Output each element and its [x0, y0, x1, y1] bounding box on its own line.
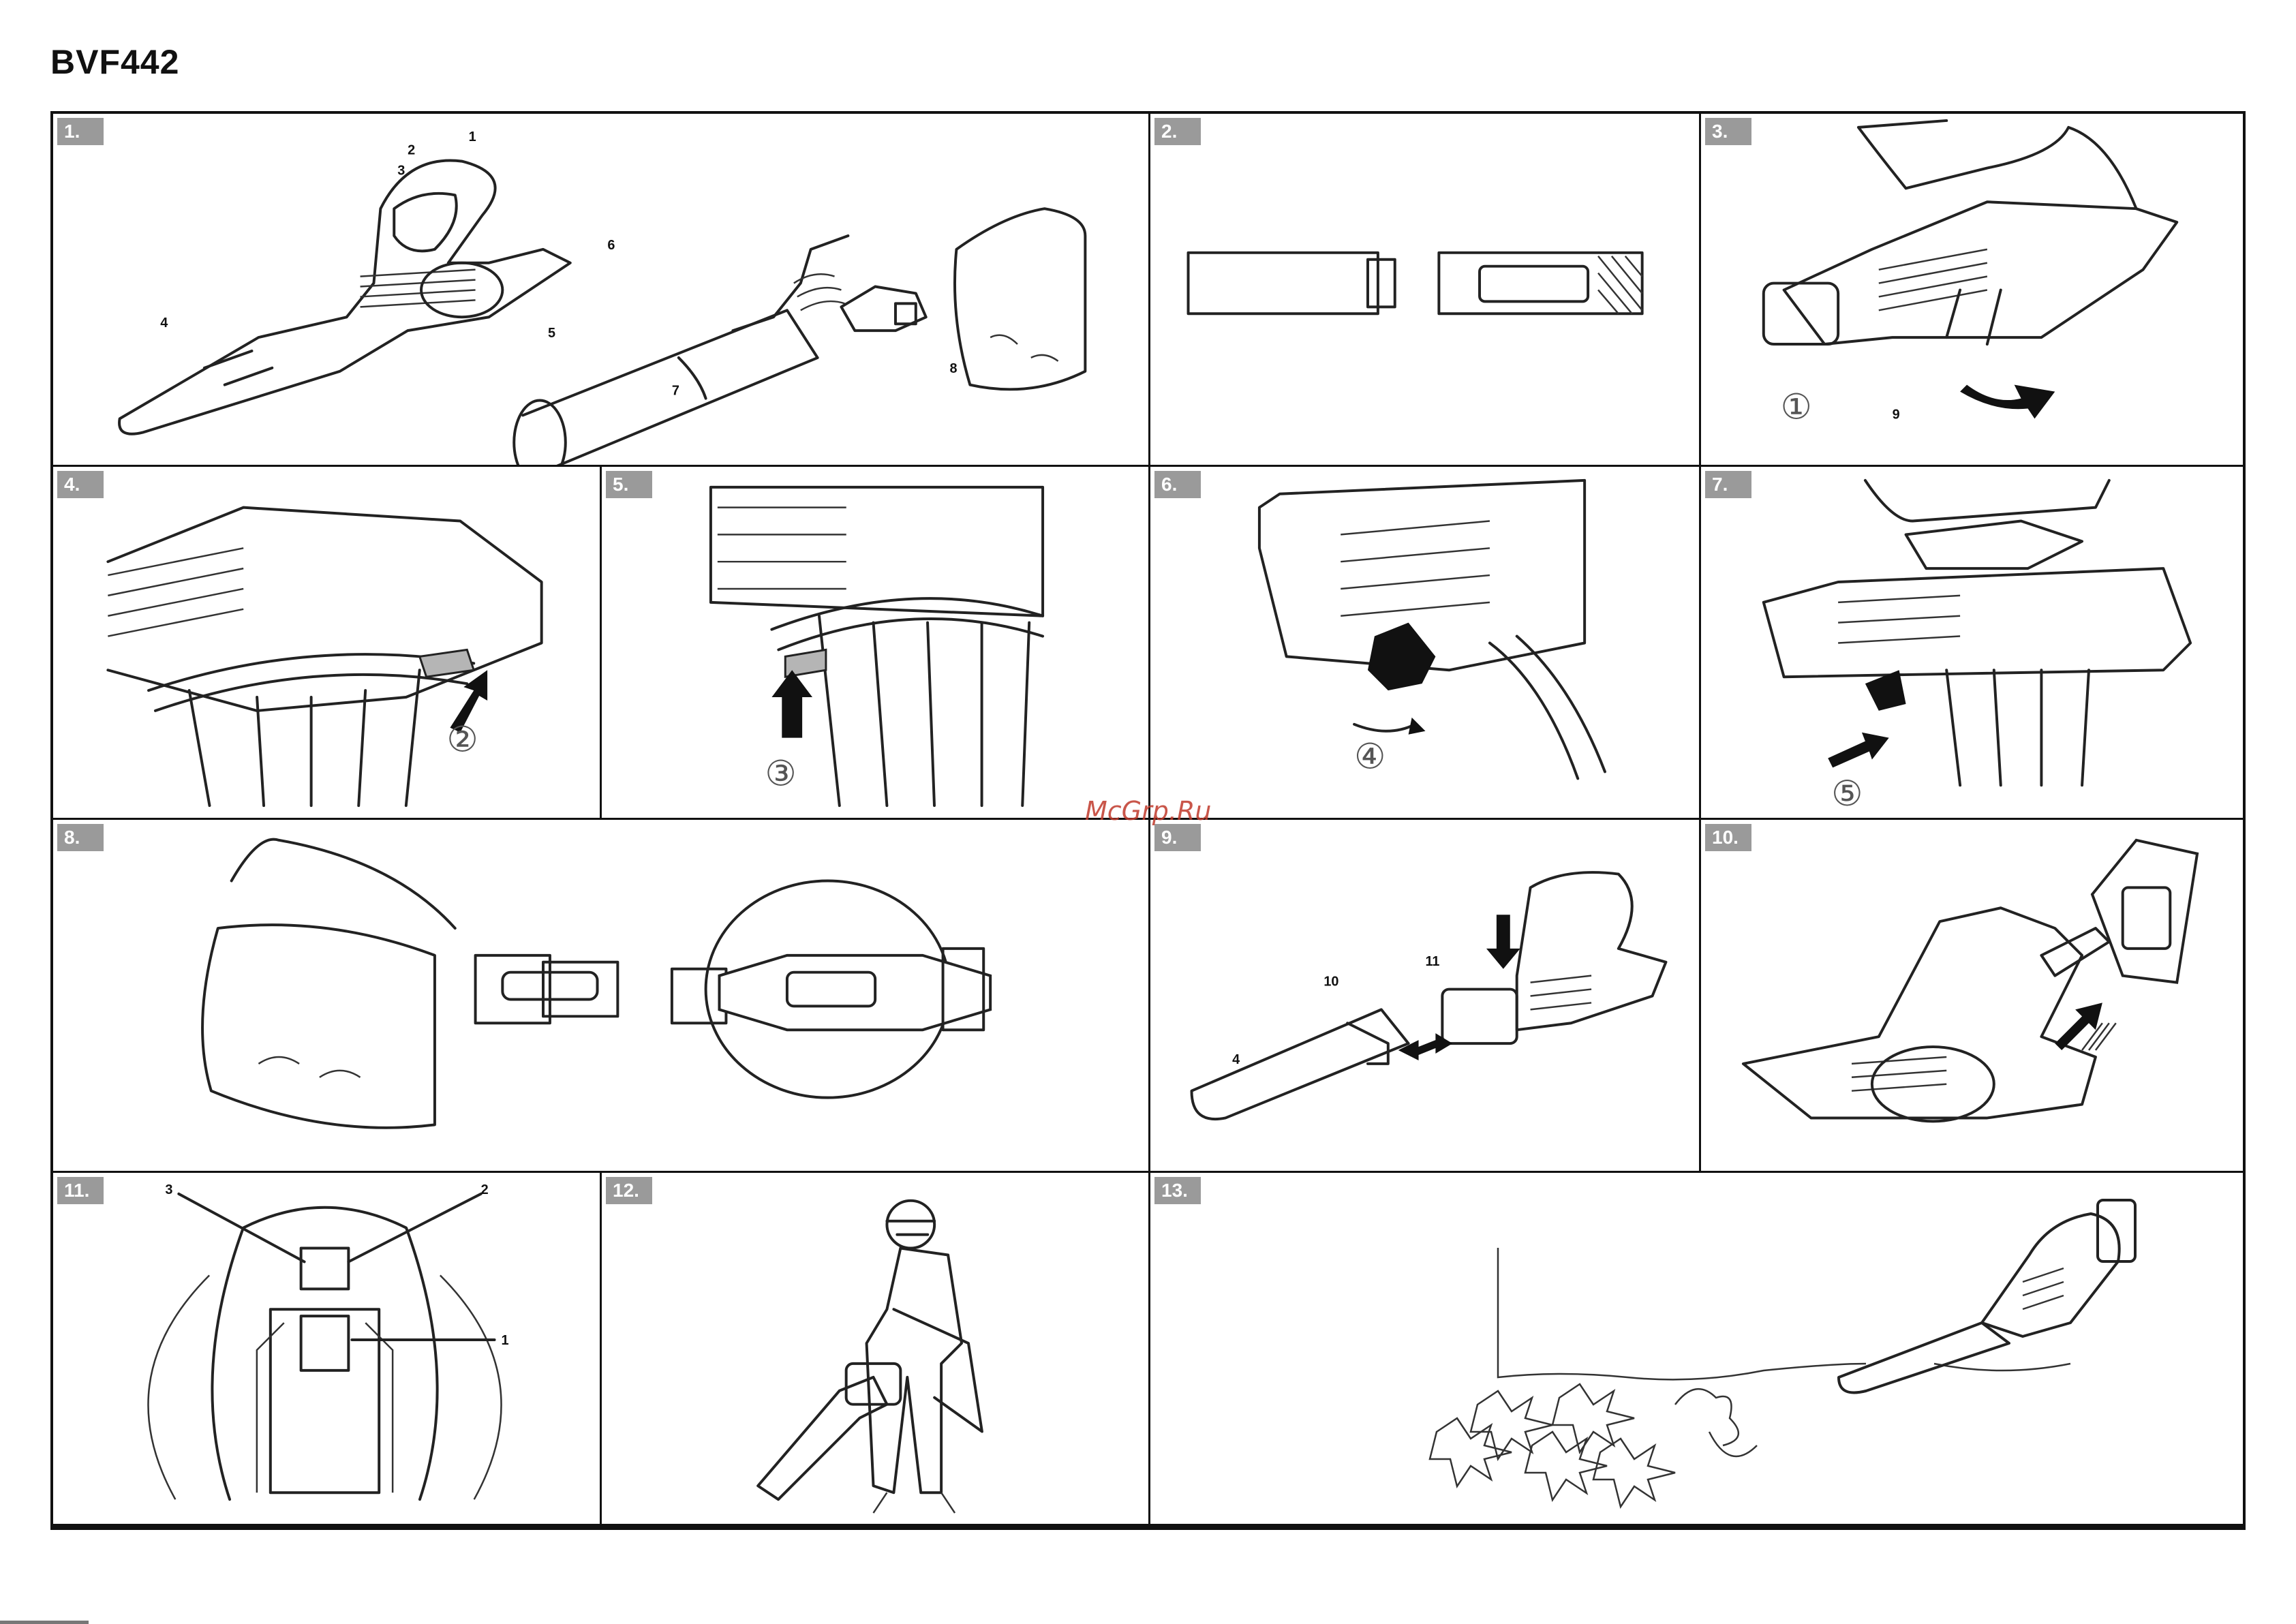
panel-1: 1. 1 2 3 4 5 6 7 8: [53, 114, 1150, 467]
callout-number: 9: [1893, 407, 1900, 422]
panel-12: 12.: [602, 1173, 1150, 1524]
callout-number: 10: [1323, 975, 1338, 990]
blower-parts-illustration: 1 2 3 4 5 6 7 8: [53, 114, 1148, 465]
panel-4: 4. ②: [53, 467, 602, 820]
tube-connection-illustration: 10 11 4: [1150, 820, 1699, 1171]
bag-attachment-step-3: ③: [602, 467, 1148, 818]
callout-number: 5: [548, 326, 555, 341]
operator-wearing-gear-illustration: [602, 1173, 1148, 1524]
step-marker: ③: [765, 753, 796, 794]
panel-13: 13.: [1150, 1173, 2243, 1524]
callout-number: 8: [950, 361, 958, 376]
panel-9: 9. 10 11 4: [1150, 820, 1701, 1173]
step-marker: ⑤: [1831, 773, 1863, 814]
callout-number: 6: [607, 238, 615, 253]
step-marker: ①: [1781, 386, 1812, 427]
callout-number: 1: [502, 1333, 509, 1348]
callout-number: 1: [469, 129, 476, 144]
step-marker: ④: [1354, 736, 1386, 777]
battery-insertion-illustration: [1701, 820, 2243, 1171]
callout-number: 4: [160, 316, 168, 331]
panel-10: 10.: [1701, 820, 2243, 1173]
blowing-leaves-illustration: [1150, 1173, 2243, 1524]
page-corner-mark: [0, 1621, 89, 1624]
step-marker: ②: [446, 720, 478, 761]
panel-2: 2.: [1150, 114, 1701, 467]
bag-attachment-step-2: ②: [53, 467, 600, 818]
panel-6: 6. ④: [1150, 467, 1701, 820]
bag-assembled-illustration: [53, 820, 1148, 1171]
switch-control-illustration: 3 2 1: [53, 1173, 600, 1524]
callout-number: 2: [408, 143, 415, 158]
panel-3: 3. ① 9: [1701, 114, 2243, 467]
panel-5: 5. ③: [602, 467, 1150, 820]
bottom-rule: [50, 1527, 2246, 1530]
bag-attachment-step-4: ④: [1150, 467, 1699, 818]
callout-number: 7: [672, 384, 679, 399]
watermark: McGrp.Ru: [1085, 796, 1211, 826]
callout-number: 11: [1425, 954, 1439, 969]
callout-number: 4: [1232, 1052, 1240, 1067]
callout-number: 3: [397, 163, 405, 178]
panel-11: 11. 3 2 1: [53, 1173, 602, 1524]
tubes-illustration: [1150, 114, 1699, 465]
panel-7: 7. ⑤: [1701, 467, 2243, 820]
document-title: BVF442: [50, 42, 179, 82]
bag-attachment-step-1: ① 9: [1701, 114, 2243, 465]
callout-number: 2: [481, 1182, 489, 1197]
panel-8: 8.: [53, 820, 1150, 1173]
bag-attachment-step-5: ⑤: [1701, 467, 2243, 818]
callout-number: 3: [165, 1182, 172, 1197]
